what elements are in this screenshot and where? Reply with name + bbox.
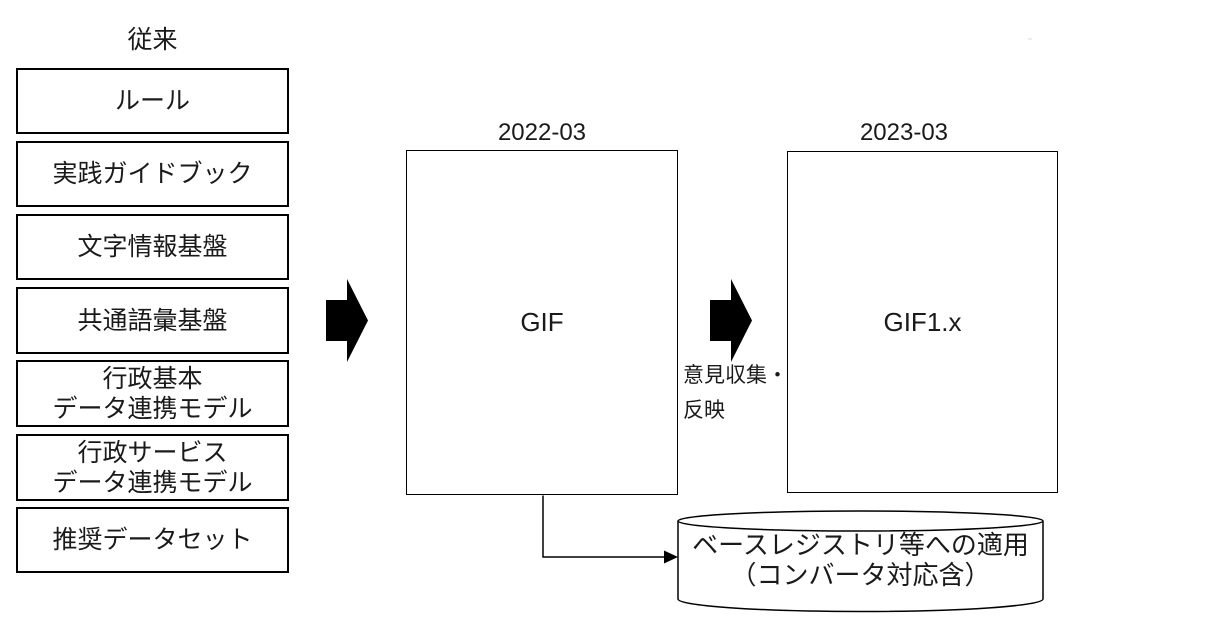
legacy-box-label: 実践ガイドブック — [52, 160, 253, 188]
block-arrow-right-icon-1 — [326, 279, 368, 362]
legacy-box-label: 行政基本 — [102, 364, 203, 393]
database-label-line1: ベースレジストリ等への適用 — [692, 530, 1029, 560]
legacy-box-character-information-platform: 文字情報基盤 — [16, 214, 289, 280]
connector-arrowhead-icon — [664, 550, 678, 564]
database-cylinder-icon — [677, 521, 1044, 613]
stage2-date-label: 2023-03 — [859, 119, 949, 146]
legacy-box-label: 行政サービス — [77, 438, 228, 467]
legacy-box-practice-guidebook: 実践ガイドブック — [16, 141, 289, 207]
faint-artifact-dot — [1028, 38, 1032, 40]
legacy-box-label: 共通語彙基盤 — [77, 306, 228, 335]
elbow-connector-line — [542, 495, 665, 558]
legacy-box-common-vocabulary-platform: 共通語彙基盤 — [16, 287, 289, 354]
feedback-caption-line1: 意見収集・ — [683, 364, 788, 387]
stage1-gif-box: GIF — [406, 150, 678, 495]
legacy-box-label: データ連携モデル — [52, 394, 253, 423]
database-label: ベースレジストリ等への適用 （コンバータ対応含） — [678, 530, 1043, 590]
legacy-box-label: 文字情報基盤 — [77, 233, 228, 261]
legacy-box-rule: ルール — [16, 68, 289, 134]
legacy-box-label: データ連携モデル — [52, 468, 253, 497]
legacy-box-admin-basic-data-model: 行政基本 データ連携モデル — [16, 360, 289, 427]
feedback-caption-line2: 反映 — [683, 399, 725, 422]
database-cylinder-top-rim — [677, 510, 1044, 532]
stage2-gif1x-label: GIF1.x — [883, 306, 962, 337]
legacy-box-admin-service-data-model: 行政サービス データ連携モデル — [16, 434, 289, 501]
legacy-column-title: 従来 — [127, 26, 178, 54]
stage1-date-label: 2022-03 — [497, 119, 587, 146]
feedback-caption: 意見収集・ 反映 — [683, 358, 788, 428]
legacy-box-label: ルール — [114, 87, 190, 115]
database-label-line2: （コンバータ対応含） — [730, 560, 991, 590]
stage1-gif-label: GIF — [520, 307, 564, 337]
legacy-box-recommended-dataset: 推奨データセット — [16, 507, 289, 573]
legacy-box-label: 推奨データセット — [52, 526, 253, 554]
stage2-gif1x-box: GIF1.x — [787, 151, 1058, 493]
block-arrow-right-icon-2 — [710, 279, 752, 362]
